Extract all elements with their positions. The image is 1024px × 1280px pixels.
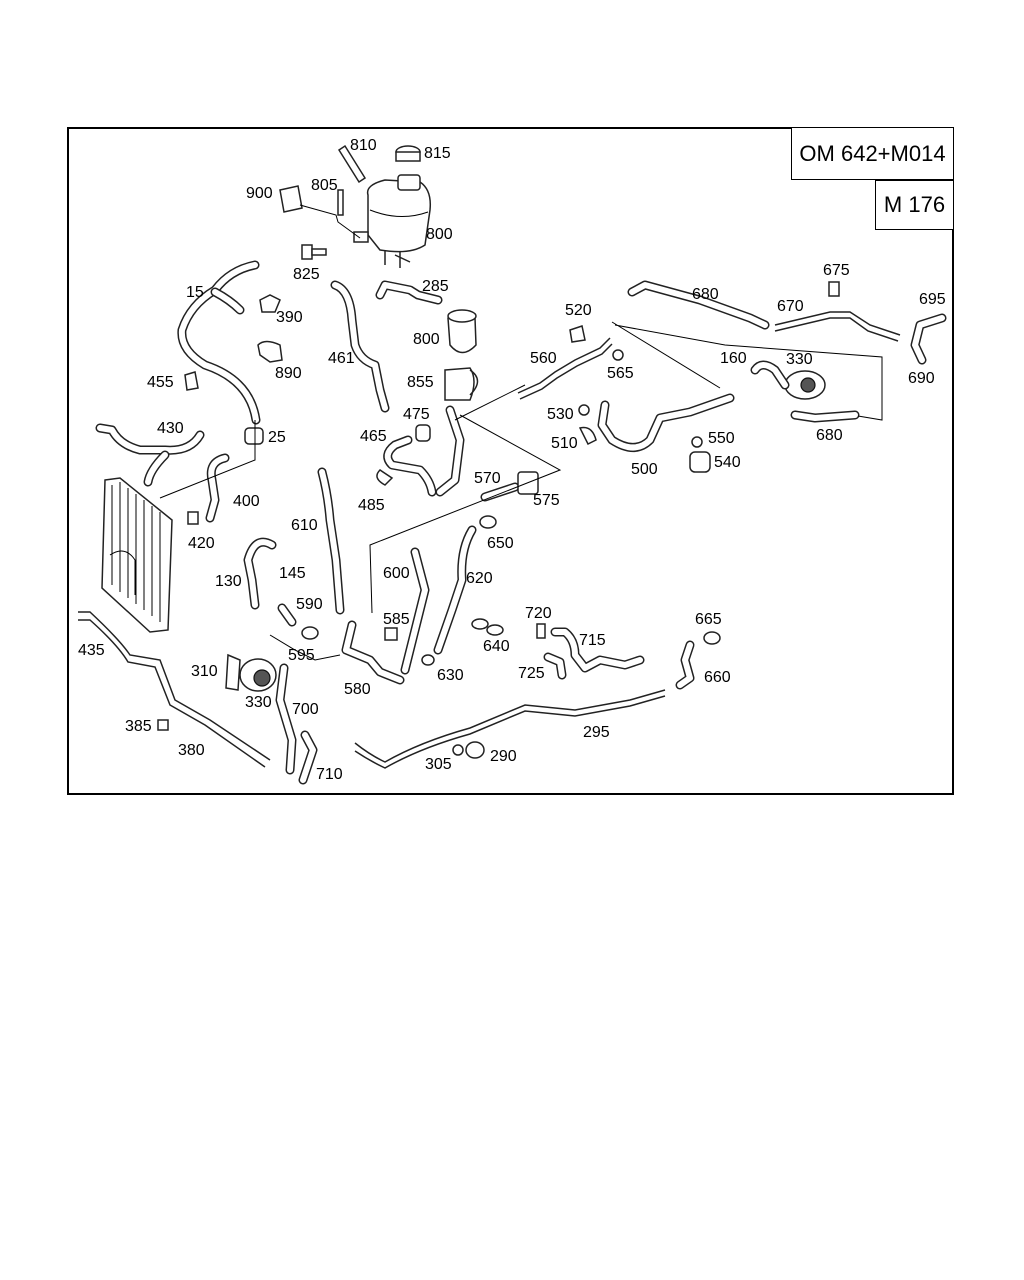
label-430: 430 [157,420,184,437]
label-805: 805 [311,177,338,194]
model-label-secondary: M 176 [875,180,954,230]
label-400: 400 [233,493,260,510]
label-695: 695 [919,291,946,308]
label-725: 725 [518,665,545,682]
label-800-lower: 800 [413,331,440,348]
label-575: 575 [533,492,560,509]
label-485: 485 [358,497,385,514]
label-510: 510 [551,435,578,452]
label-560: 560 [530,350,557,367]
label-610: 610 [291,517,318,534]
bolt-825 [301,244,327,260]
label-160: 160 [720,350,747,367]
model-label-primary: OM 642+M014 [791,127,954,180]
label-570: 570 [474,470,501,487]
label-390: 390 [276,309,303,326]
label-330-left: 330 [245,694,272,711]
label-520: 520 [565,302,592,319]
label-475: 475 [403,406,430,423]
label-690: 690 [908,370,935,387]
label-670: 670 [777,298,804,315]
label-675: 675 [823,262,850,279]
label-825: 825 [293,266,320,283]
label-650: 650 [487,535,514,552]
label-890: 890 [275,365,302,382]
label-680-upper: 680 [692,286,719,303]
label-25: 25 [268,429,286,446]
label-720: 720 [525,605,552,622]
label-600: 600 [383,565,410,582]
label-815: 815 [424,145,451,162]
sleeve-810 [337,144,367,184]
label-455: 455 [147,374,174,391]
water-pump-right [750,360,826,400]
label-580: 580 [344,681,371,698]
label-130: 130 [215,573,242,590]
label-500: 500 [631,461,658,478]
sensor-805-900 [279,185,361,239]
label-310: 310 [191,663,218,680]
label-385: 385 [125,718,152,735]
label-285: 285 [422,278,449,295]
label-595: 595 [288,647,315,664]
label-700: 700 [292,701,319,718]
label-715: 715 [579,632,606,649]
label-145: 145 [279,565,306,582]
label-15: 15 [186,284,204,301]
label-461: 461 [328,350,355,367]
label-630: 630 [437,667,464,684]
expansion-tank [353,174,432,268]
label-540: 540 [714,454,741,471]
diagram-frame [67,127,954,795]
label-800-upper: 800 [426,226,453,243]
label-305: 305 [425,756,452,773]
label-465: 465 [360,428,387,445]
label-420: 420 [188,535,215,552]
label-620: 620 [466,570,493,587]
radiator [101,477,173,633]
label-530: 530 [547,406,574,423]
label-435: 435 [78,642,105,659]
water-pump-left [225,653,277,692]
label-565: 565 [607,365,634,382]
label-855: 855 [407,374,434,391]
label-900: 900 [246,185,273,202]
tank-cap-815 [395,145,421,162]
label-710: 710 [316,766,343,783]
label-550: 550 [708,430,735,447]
label-590: 590 [296,596,323,613]
label-660: 660 [704,669,731,686]
label-680-lower: 680 [816,427,843,444]
label-295: 295 [583,724,610,741]
label-640: 640 [483,638,510,655]
label-330-right: 330 [786,351,813,368]
label-585: 585 [383,611,410,628]
expansion-tank-2 [444,309,479,401]
label-665: 665 [695,611,722,628]
label-380: 380 [178,742,205,759]
label-810: 810 [350,137,377,154]
label-290: 290 [490,748,517,765]
